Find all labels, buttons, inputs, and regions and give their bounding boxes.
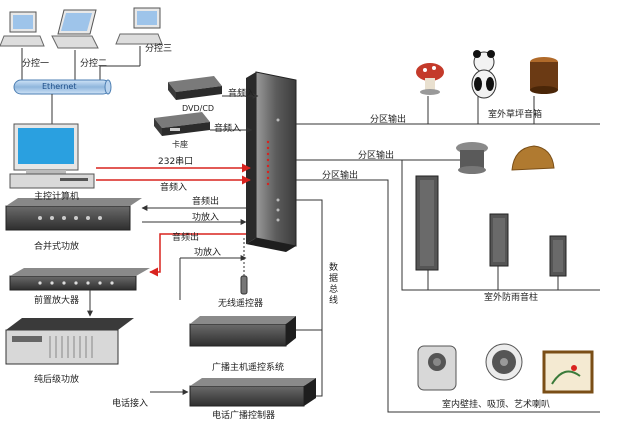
ethernet-label: Ethernet	[42, 82, 77, 91]
power-amplifier-icon	[5, 318, 134, 365]
mushroom-speaker-icon	[416, 63, 444, 95]
rock-speaker-icon	[511, 145, 555, 171]
central-host-unit	[246, 71, 297, 252]
audio-in-3-label: 音频入	[160, 183, 188, 193]
audio-out-2-label: 音频出	[172, 233, 200, 243]
outdoor-column-label: 室外防雨音柱	[484, 293, 539, 303]
audio-out-1-label: 音频出	[192, 197, 220, 207]
dvd-label: DVD/CD	[182, 104, 215, 113]
amp-in-1-label: 功放入	[192, 213, 220, 223]
dvd-player-icon	[168, 76, 222, 100]
phone-broadcast-controller-icon	[189, 378, 316, 407]
wireless-remote-label: 无线遥控器	[218, 299, 264, 309]
client-3-label: 分控三	[145, 44, 173, 54]
preamplifier-icon	[9, 268, 150, 291]
outdoor-lawn-label: 室外草坪音箱	[488, 110, 543, 120]
column-speaker-icon	[415, 175, 439, 271]
client-2-label: 分控二	[80, 59, 108, 69]
art-speaker-icon	[542, 350, 594, 394]
ethernet-bus	[13, 79, 112, 95]
zone-out-2-label: 分区输出	[358, 151, 395, 161]
panda-speaker-icon	[471, 50, 497, 99]
zone-out-3-label: 分区输出	[322, 171, 359, 181]
host-pc-label: 主控计算机	[34, 192, 80, 202]
column-speaker-icon	[489, 213, 509, 267]
audio-in-1-label: 音频入	[228, 89, 256, 99]
client-computer-1-icon	[0, 11, 45, 47]
ceiling-speaker-icon	[485, 343, 523, 381]
amp-in-2-label: 功放入	[194, 248, 222, 258]
column-speaker-icon	[549, 235, 567, 277]
pure-amp-label: 纯后级功放	[34, 375, 80, 385]
client-computer-2-icon	[51, 9, 99, 49]
mixer-amplifier-icon	[5, 198, 142, 231]
broadcast-remote-system-icon	[189, 316, 296, 347]
data-bus-label: 数据总线	[327, 262, 337, 306]
host-computer-icon	[9, 123, 95, 189]
client-computer-3-icon	[115, 7, 163, 45]
mixer-amp-label: 合并式功放	[34, 242, 80, 252]
tape-deck-icon	[154, 112, 210, 136]
indoor-speakers-label: 室内壁挂、吸顶、艺术喇叭	[442, 400, 551, 410]
client-1-label: 分控一	[22, 59, 50, 69]
preamp-label: 前置放大器	[34, 296, 80, 306]
audio-in-2-label: 音频入	[214, 124, 242, 134]
stump-speaker-icon	[530, 57, 558, 94]
port-232-label: 232串口	[158, 157, 194, 167]
phone-controller-label: 电话广播控制器	[212, 411, 276, 421]
broadcast-remote-label: 广播主机遥控系统	[212, 363, 285, 373]
gazebo-speaker-icon	[456, 142, 488, 174]
phone-in-label: 电话接入	[112, 399, 149, 409]
tape-label: 卡座	[172, 140, 188, 149]
zone-out-1-label: 分区输出	[370, 115, 407, 125]
wireless-remote-icon	[240, 238, 248, 295]
wall-speaker-icon	[417, 345, 457, 391]
